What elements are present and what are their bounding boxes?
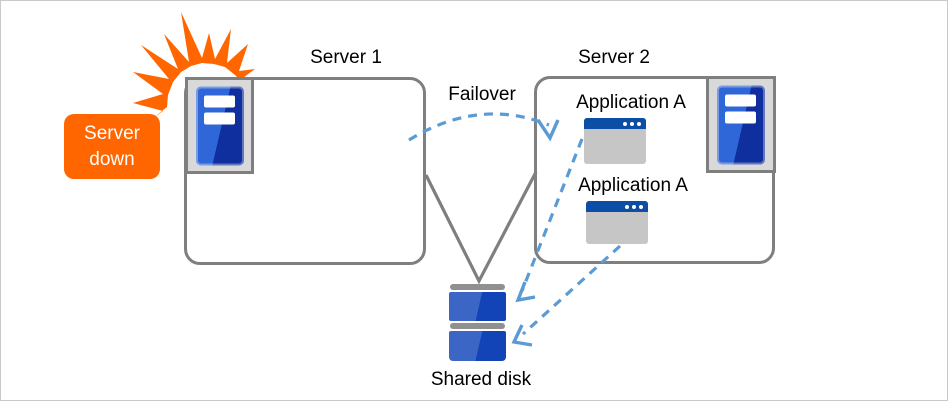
server2-tower-icon	[706, 76, 776, 173]
window-dot-icon	[625, 204, 629, 209]
server-down-line2: down	[89, 148, 135, 170]
app-window-titlebar	[586, 201, 648, 212]
application-a1-label: Application A	[576, 92, 686, 113]
server-down-line1: Server	[84, 122, 140, 144]
disk-cap-icon	[450, 284, 505, 290]
server-slot	[203, 112, 235, 124]
window-dot-icon	[632, 204, 636, 209]
window-dot-icon	[623, 121, 627, 126]
server-slot	[725, 111, 756, 123]
app-window-titlebar	[584, 118, 646, 129]
disk-cap-icon	[450, 323, 505, 329]
cluster-connection-lines	[424, 171, 538, 285]
disk-platter-icon	[449, 292, 506, 321]
app-window-icon	[586, 201, 648, 244]
app-window-icon	[584, 118, 646, 164]
shared-disk-label: Shared disk	[430, 369, 532, 390]
failover-label: Failover	[448, 84, 516, 105]
server-tower-shape	[717, 85, 765, 164]
disk-access-arrowhead-1-icon	[515, 281, 536, 303]
server2-label: Server 2	[578, 47, 650, 68]
server-down-badge: Server down	[64, 114, 160, 179]
window-dot-icon	[637, 121, 641, 126]
disk-access-arrowhead-2-icon	[511, 324, 533, 347]
server1-tower-icon	[185, 77, 254, 174]
window-dot-icon	[639, 204, 643, 209]
server-slot	[725, 94, 756, 106]
disk-platter-icon	[449, 331, 506, 361]
application-a2-label: Application A	[578, 175, 688, 196]
server-tower-shape	[195, 86, 244, 165]
window-dot-icon	[630, 121, 634, 126]
server-slot	[203, 95, 235, 107]
server1-label: Server 1	[310, 47, 382, 68]
failover-dashed-arrow	[408, 112, 550, 142]
